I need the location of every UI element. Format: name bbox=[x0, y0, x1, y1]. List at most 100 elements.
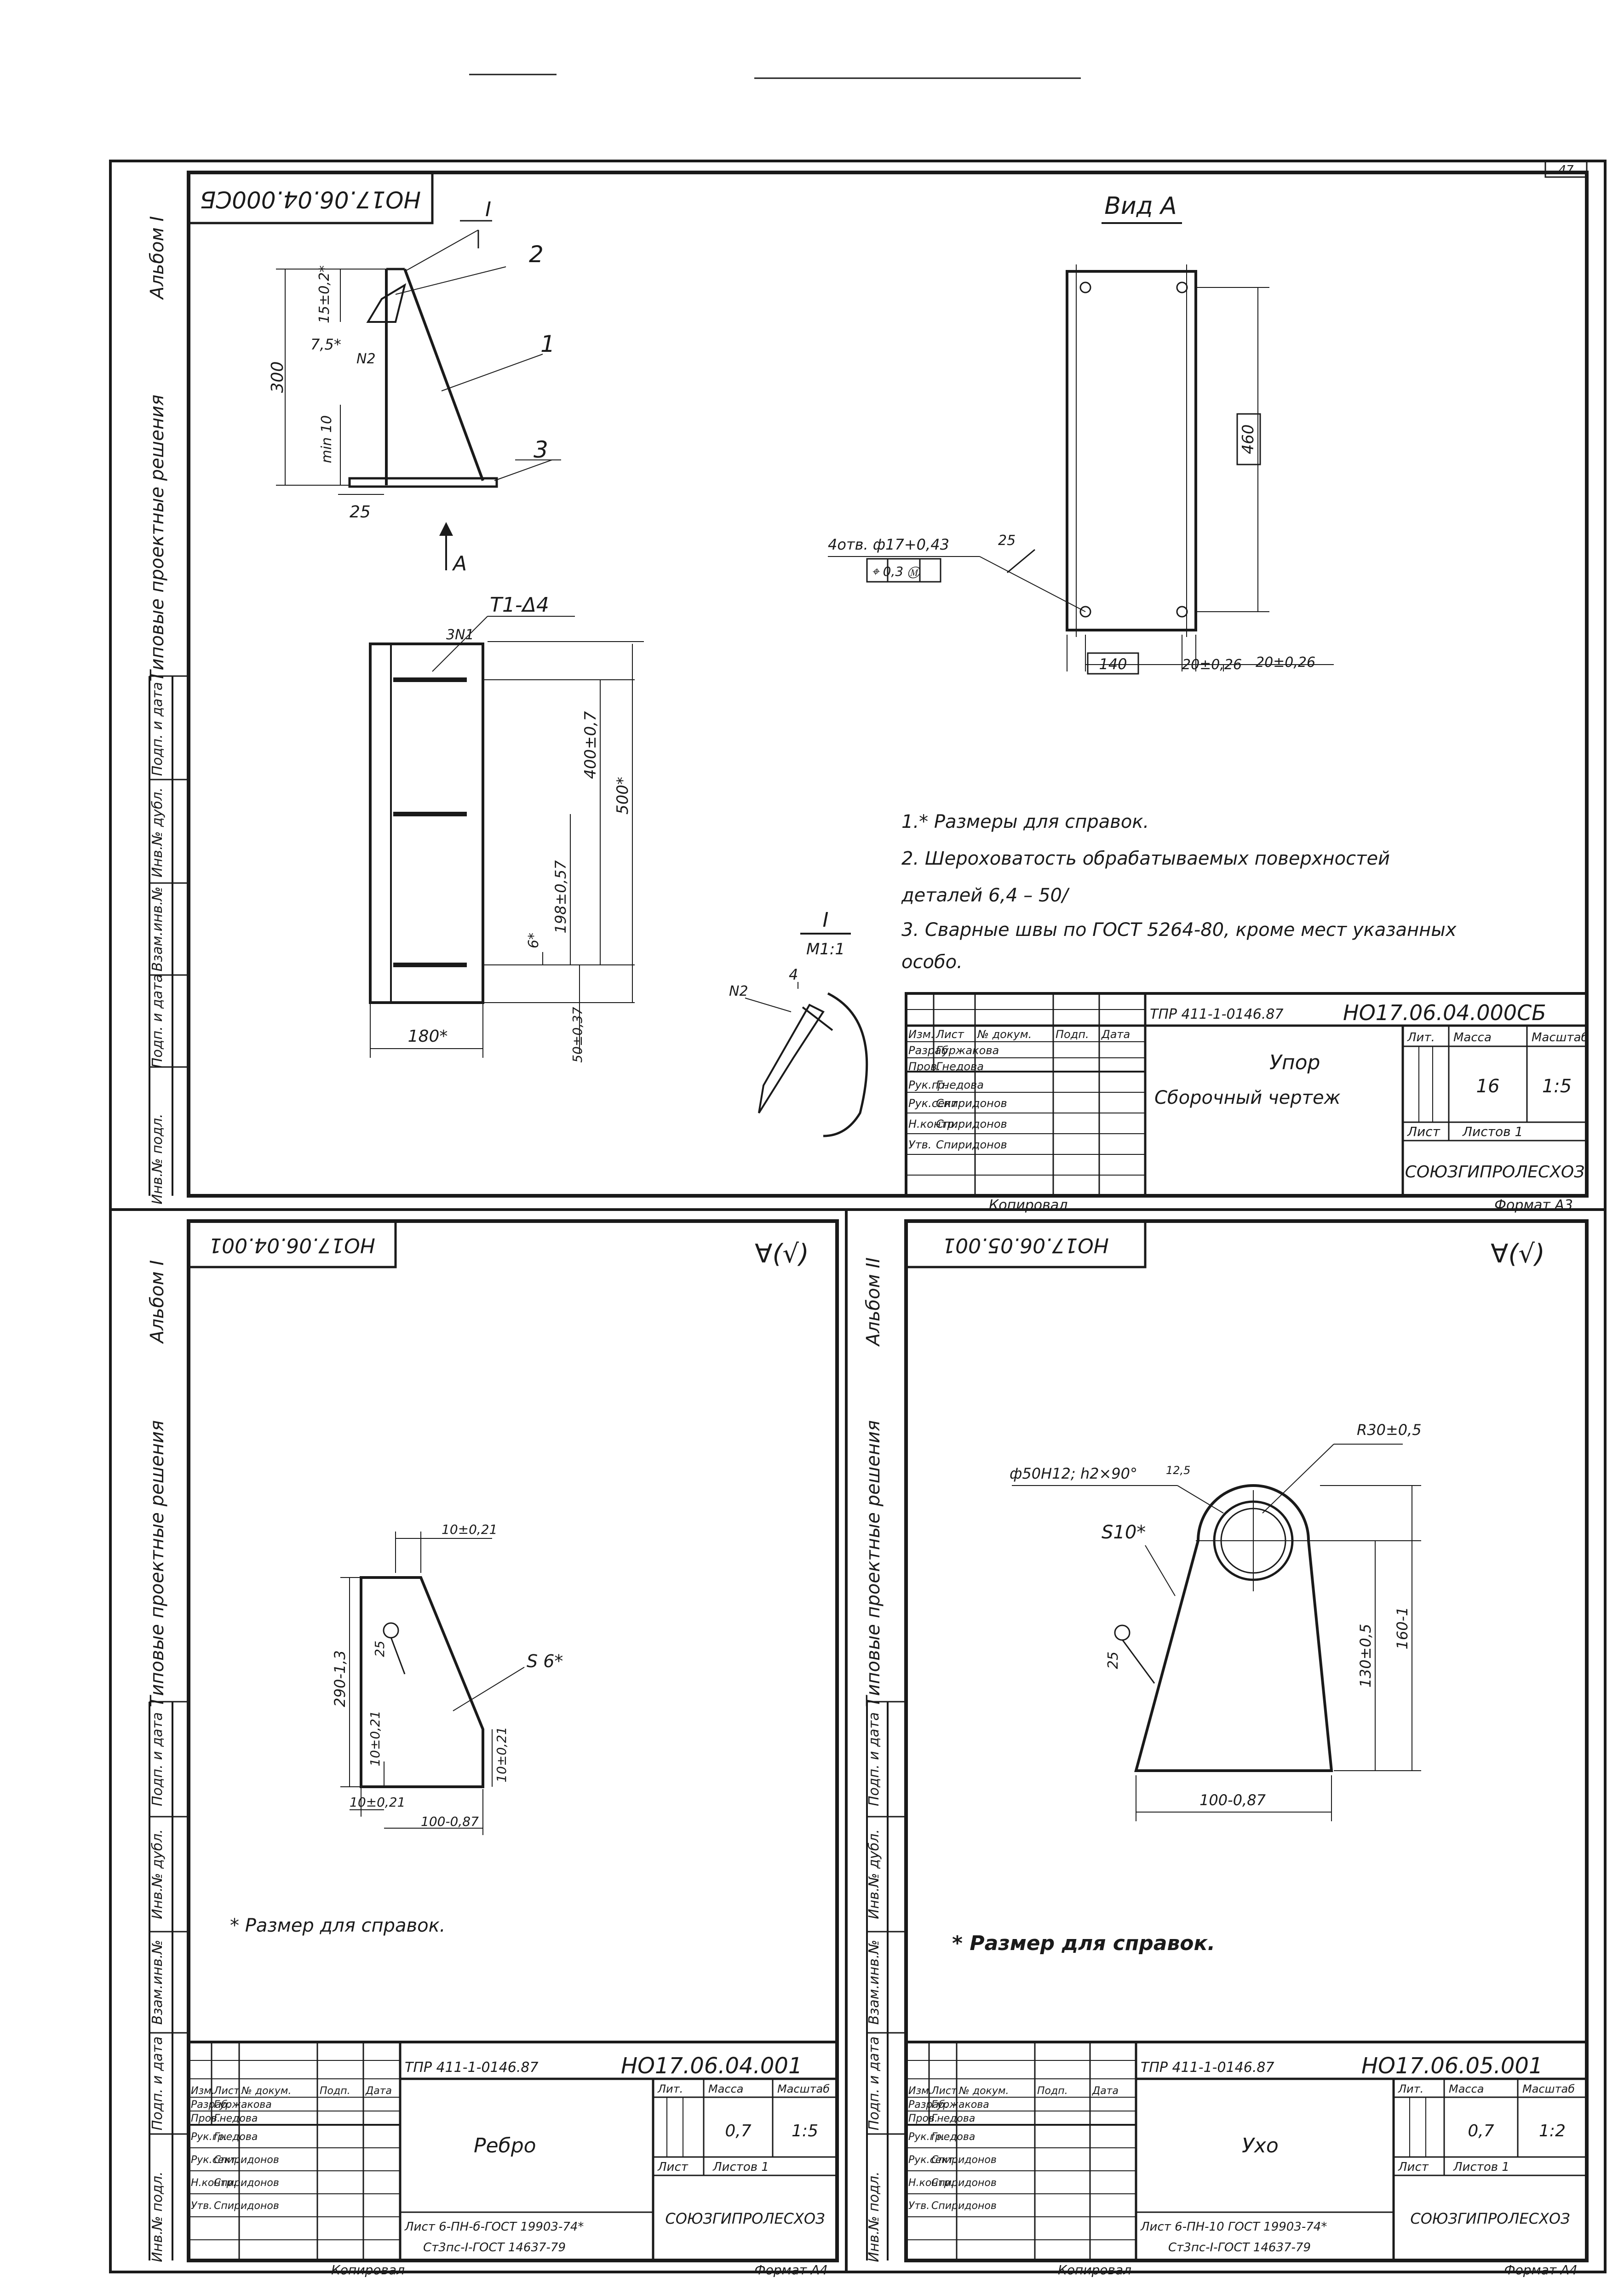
roughness-25: 25 bbox=[372, 1641, 387, 1657]
strip-label: Инв.№ подл. bbox=[866, 2171, 882, 2262]
part-3: 3 bbox=[534, 436, 548, 463]
stamp-cell: Спиридонов bbox=[214, 2200, 279, 2212]
stamp-cell: Н.контр. bbox=[908, 2177, 953, 2189]
side-strip-cells bbox=[867, 1701, 906, 2135]
dim-20a: 20±0,26 bbox=[1182, 657, 1242, 673]
stamp-sheets: Листов 1 bbox=[1453, 2160, 1509, 2174]
roughness-mark: ∀(√) bbox=[1491, 1239, 1545, 1269]
strip-label: Инв.№ дубл. bbox=[149, 787, 166, 878]
stamp-cell: Рук.гр. bbox=[908, 2131, 945, 2143]
stamp-format: Формат А4 bbox=[1504, 2262, 1578, 2278]
svg-text:I: I bbox=[823, 908, 829, 932]
page-number-box bbox=[1544, 160, 1588, 178]
dim-75: 7,5* bbox=[310, 336, 341, 353]
stamp-copied: Копировал bbox=[1058, 2262, 1131, 2278]
dim-10-top: 10±0,21 bbox=[442, 1522, 497, 1537]
note-line: особо. bbox=[901, 952, 963, 973]
strip-label: Подп. и дата bbox=[149, 974, 166, 1068]
holes-label: 4отв. ф17+0,43 bbox=[828, 536, 949, 553]
title-block bbox=[905, 992, 1588, 1197]
detail-view: I М1:1 N2 4 bbox=[729, 908, 868, 1137]
stamp-org: СОЮЗГИПРОЛЕСХОЗ bbox=[1405, 1163, 1585, 1182]
stamp-cell: Лист bbox=[935, 1028, 964, 1041]
stamp-doc: Сборочный чертеж bbox=[1154, 1087, 1341, 1108]
weld-type: Т1-Δ4 bbox=[490, 593, 549, 617]
stamp-copied: Копировал bbox=[331, 2262, 405, 2278]
stamp-mass-header: Масса bbox=[1453, 1031, 1492, 1044]
roughness-25: 25 bbox=[1105, 1652, 1121, 1669]
stamp-format: Формат А4 bbox=[755, 2262, 828, 2278]
sheet-assembly: 47 НО17.06.04.000СБ Инв.№ подл. Подп. и … bbox=[109, 160, 1607, 1213]
dim-300: 300 bbox=[268, 361, 287, 393]
stamp-cell: Дата bbox=[1101, 1028, 1130, 1041]
view-title: Вид А bbox=[1104, 192, 1177, 220]
rotated-code-box bbox=[187, 171, 434, 224]
dim-20b: 20±0,26 bbox=[1256, 654, 1315, 671]
stamp-cell: Спиридонов bbox=[936, 1138, 1007, 1151]
dim-15: 15±0,2* bbox=[316, 265, 333, 323]
stamp-cell: Изм. bbox=[191, 2085, 215, 2097]
stamp-cell: Рук.сект. bbox=[908, 1097, 961, 1110]
stamp-cell: Пров. bbox=[908, 2113, 938, 2124]
strip-label: Взам.инв.№ bbox=[866, 1940, 882, 2025]
dim-10-b: 10±0,21 bbox=[494, 1727, 509, 1782]
stamp-scale: 1:5 bbox=[792, 2122, 818, 2140]
stamp-sheet: Лист bbox=[1398, 2160, 1429, 2174]
sheet-lug: НО17.06.05.001 ∀(√) Инв.№ подл. Подп. и … bbox=[845, 1208, 1607, 2278]
stamp-cell: Гнедова bbox=[214, 2131, 258, 2143]
lug-part bbox=[1012, 1444, 1421, 1821]
roughness-12-5: 12,5 bbox=[1166, 1464, 1190, 1477]
sheet-outer-frame bbox=[109, 160, 1607, 1211]
stamp-cell: Лист bbox=[213, 2085, 240, 2097]
stamp-name: Упор bbox=[1269, 1051, 1320, 1074]
dim-130: 130±0,5 bbox=[1357, 1624, 1374, 1688]
thickness: S10* bbox=[1102, 1522, 1146, 1543]
stamp-cell: Гнедова bbox=[931, 2113, 975, 2124]
stamp-cell: Н.контр. bbox=[908, 1118, 958, 1130]
stamp-scale-header: Масштаб bbox=[1522, 2082, 1575, 2095]
stamp-cell: Рук.гр. bbox=[191, 2131, 227, 2143]
stamp-cell: Изм. bbox=[908, 1028, 934, 1041]
note-line: 3. Сварные швы по ГОСТ 5264-80, кроме ме… bbox=[901, 919, 1457, 941]
dim-500: 500* bbox=[614, 777, 632, 815]
stamp-cell: Спиридонов bbox=[931, 2154, 997, 2166]
stamp-lit-header: Лит. bbox=[657, 2082, 683, 2095]
dim-290: 290-1,3 bbox=[331, 1650, 349, 1707]
dim-180: 180* bbox=[408, 1027, 448, 1046]
weld-3n1: 3N1 bbox=[446, 627, 474, 643]
stamp-project: ТПР 411-1-0146.87 bbox=[1150, 1006, 1284, 1022]
stamp-cell: № докум. bbox=[241, 2085, 291, 2097]
dim-hole: ф50Н12; h2×90° bbox=[1010, 1465, 1137, 1482]
side-label: Типовые проектные решения bbox=[147, 395, 168, 682]
sheet-rib: НО17.06.04.001 ∀(√) Инв.№ подл. Подп. и … bbox=[109, 1208, 848, 2278]
side-strip-cells bbox=[149, 675, 189, 1068]
album-label: Альбом II bbox=[863, 1257, 884, 1347]
dim-160: 160-1 bbox=[1394, 1607, 1411, 1650]
stamp-cell: Спиридонов bbox=[931, 2177, 997, 2189]
stamp-cell: Гуржакова bbox=[936, 1044, 999, 1057]
stamp-cell: № докум. bbox=[958, 2085, 1009, 2097]
stamp-cell: Гуржакова bbox=[931, 2099, 989, 2111]
rib-part bbox=[340, 1532, 525, 1835]
sheet-inner-frame bbox=[904, 1219, 1589, 2262]
stamp-material: Лист 6-ПН-10 ГОСТ 19903-74* bbox=[1140, 2220, 1327, 2234]
stamp-material: Ст3пс-I-ГОСТ 14637-79 bbox=[423, 2241, 566, 2255]
note-line: 2. Шероховатость обрабатываемых поверхно… bbox=[901, 848, 1390, 869]
stamp-cell: Спиридонов bbox=[214, 2177, 279, 2189]
rotated-code: НО17.06.04.001 bbox=[209, 1233, 375, 1257]
stamp-sheet: Лист bbox=[657, 2160, 689, 2174]
svg-text:М1:1: М1:1 bbox=[806, 940, 845, 958]
stamp-cell: Утв. bbox=[908, 2200, 930, 2212]
stamp-scale-header: Масштаб bbox=[777, 2082, 830, 2095]
note-line: 1.* Размеры для справок. bbox=[901, 811, 1149, 832]
view-arrow-head bbox=[439, 522, 453, 536]
dim-400: 400±0,7 bbox=[581, 711, 600, 779]
part-2: 2 bbox=[529, 241, 544, 268]
stamp-cell: Спиридонов bbox=[936, 1118, 1007, 1130]
stamp-project: ТПР 411-1-0146.87 bbox=[405, 2060, 539, 2076]
dim-50: 50±0,37 bbox=[570, 1007, 585, 1063]
stamp-cell: Подп. bbox=[320, 2085, 350, 2097]
mark-I: I bbox=[485, 198, 491, 221]
